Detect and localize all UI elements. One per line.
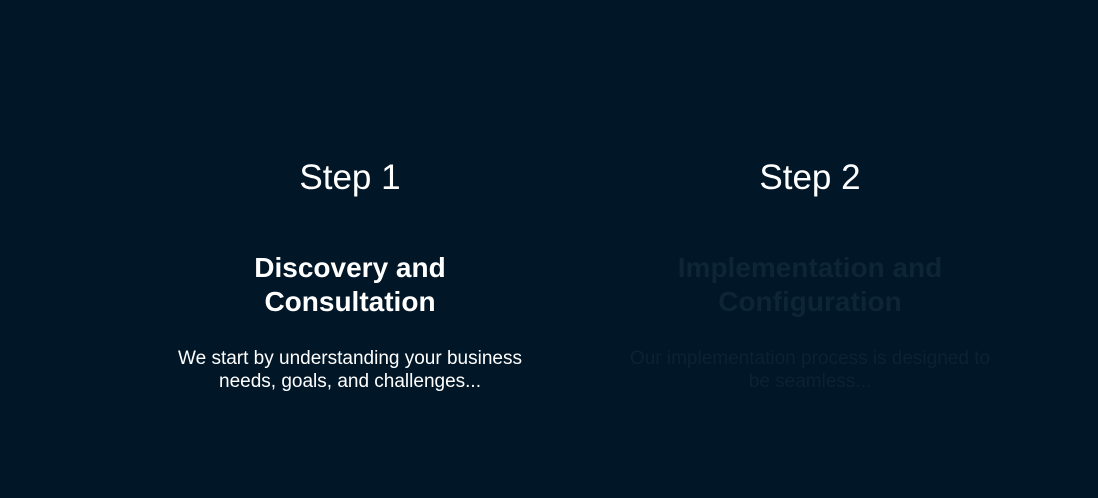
step-description: We start by understanding your business … xyxy=(178,348,522,392)
step-title: Discovery and Consultation xyxy=(254,252,446,317)
step-number: Step 1 xyxy=(299,158,401,197)
step-card-2: Step 2 Implementation and Configuration … xyxy=(610,157,1010,393)
step-title: Implementation and Configuration xyxy=(677,252,943,317)
step-card-1: Step 1 Discovery and Consultation We sta… xyxy=(150,157,550,393)
step-number: Step 2 xyxy=(759,158,861,197)
step-description: Our implementation process is designed t… xyxy=(629,348,991,392)
